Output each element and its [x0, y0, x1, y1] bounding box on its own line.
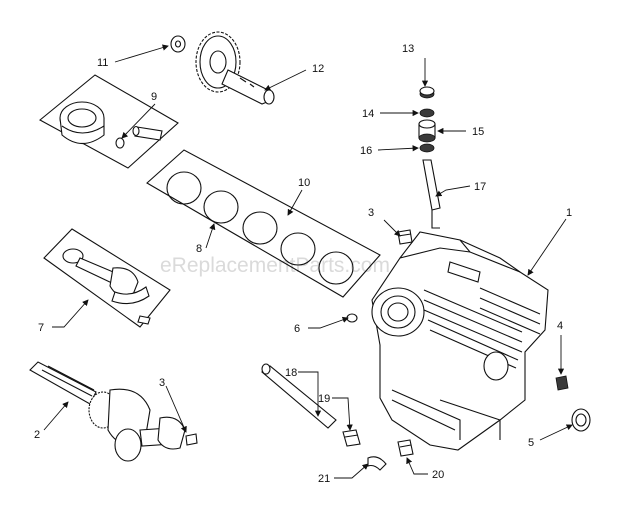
callout-3-upper: 3	[368, 207, 374, 219]
callout-7: 7	[38, 322, 44, 334]
callout-4: 4	[557, 320, 563, 332]
part-plug-3-upper	[397, 229, 413, 245]
callout-12: 12	[312, 63, 324, 75]
callout-6: 6	[294, 323, 300, 335]
part-piston-rings	[146, 149, 381, 298]
callout-21: 21	[318, 473, 330, 485]
callout-19: 19	[318, 393, 330, 405]
callout-11: 11	[97, 57, 108, 69]
part-governor-stack	[418, 86, 441, 229]
callout-17: 17	[474, 181, 486, 193]
part-elbow-21	[367, 456, 387, 471]
callout-14: 14	[362, 108, 374, 120]
callout-8: 8	[196, 243, 202, 255]
part-washer-11	[170, 35, 186, 53]
part-oil-seal-5	[571, 408, 591, 432]
callout-5: 5	[528, 437, 534, 449]
callout-10: 10	[298, 177, 310, 189]
part-key-3-lower	[185, 433, 198, 446]
part-dowel-6	[346, 313, 358, 323]
callout-3-lower: 3	[159, 377, 165, 389]
callout-1: 1	[566, 207, 572, 219]
watermark-text: eReplacementParts.com	[160, 254, 390, 277]
callout-16: 16	[360, 145, 372, 157]
part-crankshaft	[29, 361, 186, 462]
part-crankcase-block	[371, 231, 549, 451]
leader-lines	[43, 44, 573, 479]
part-fitting-19	[342, 429, 361, 447]
callout-15: 15	[472, 126, 484, 138]
part-piston-group	[39, 74, 179, 169]
part-bolt-4	[555, 375, 569, 391]
callout-20: 20	[432, 469, 444, 481]
callout-13: 13	[402, 43, 414, 55]
callout-2: 2	[34, 429, 40, 441]
part-connecting-rod	[43, 228, 171, 328]
callout-18: 18	[285, 367, 297, 379]
part-fitting-20	[397, 439, 414, 457]
part-camshaft-12	[195, 31, 275, 105]
callout-9: 9	[151, 91, 157, 103]
